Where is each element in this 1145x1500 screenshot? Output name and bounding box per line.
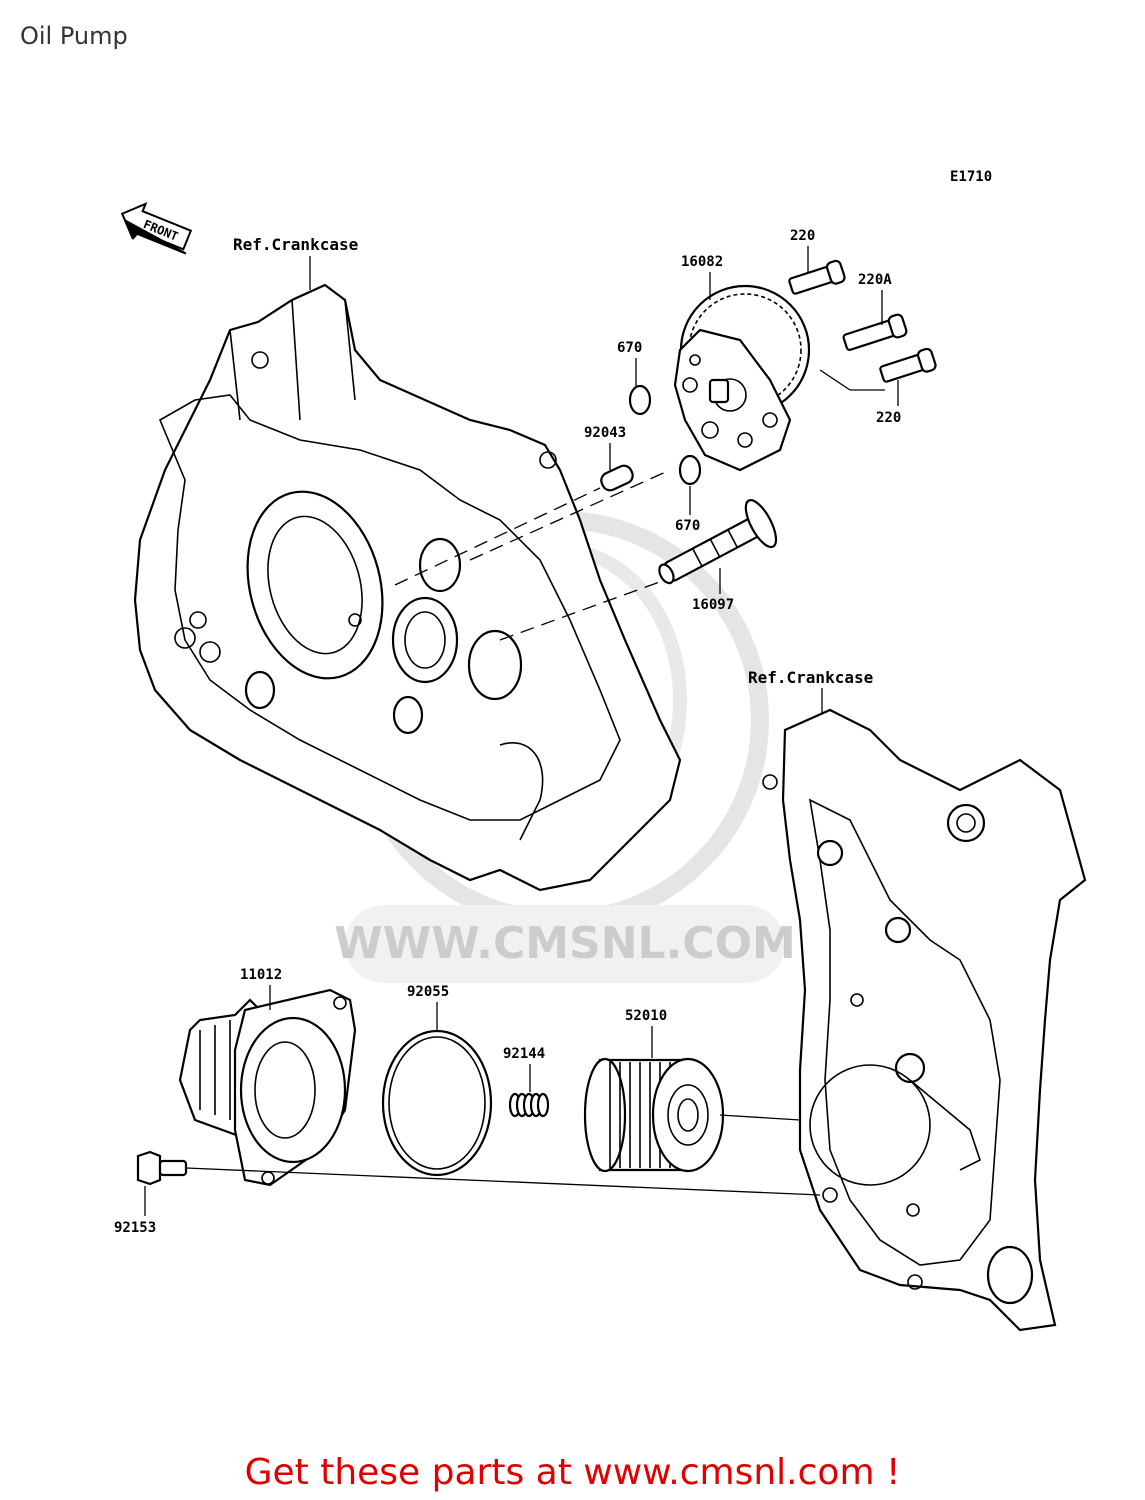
ref-label-lower: Ref.Crankcase — [748, 668, 873, 687]
part-label-52010: 52010 — [625, 1008, 667, 1024]
diagram-code: E1710 — [950, 169, 992, 185]
oil-pump-assembly — [673, 284, 811, 472]
part-label-16097: 16097 — [692, 597, 734, 613]
part-label-220a: 220A — [858, 272, 892, 288]
oil-strainer-16097 — [658, 499, 778, 585]
dowel-pin-92043 — [600, 464, 634, 492]
exploded-parts-diagram: WWW.CMSNL.COM E1710 FRONT Ref.Crankcase … — [114, 169, 1087, 1332]
watermark-text: WWW.CMSNL.COM — [334, 918, 796, 969]
bolt-220-lower — [879, 347, 937, 383]
part-label-16082: 16082 — [681, 254, 723, 270]
oil-filter-52010 — [583, 1057, 725, 1173]
part-label-220-upper: 220 — [790, 228, 815, 244]
front-arrow-icon: FRONT — [120, 201, 193, 255]
o-ring-92055 — [381, 1029, 493, 1177]
page-title: Oil Pump — [20, 22, 128, 50]
part-label-670-upper: 670 — [617, 340, 642, 356]
bolt-220-upper — [788, 259, 846, 295]
footer-banner[interactable]: Get these parts at www.cmsnl.com ! — [244, 1452, 901, 1493]
o-ring-670-upper — [628, 384, 652, 416]
oil-filter-cover-11012 — [178, 988, 357, 1187]
part-label-92144: 92144 — [503, 1046, 545, 1062]
part-label-92043: 92043 — [584, 425, 626, 441]
upper-crankcase — [133, 283, 682, 892]
part-label-220-lower: 220 — [876, 410, 901, 426]
bolt-92153 — [136, 1150, 188, 1186]
spring-92144 — [508, 1092, 550, 1118]
o-ring-670-lower — [678, 454, 702, 486]
part-label-11012: 11012 — [240, 967, 282, 983]
bolt-220a — [842, 313, 908, 351]
lower-crankcase — [762, 708, 1087, 1332]
ref-label-upper: Ref.Crankcase — [233, 235, 358, 254]
part-label-92055: 92055 — [407, 984, 449, 1000]
part-label-670-lower: 670 — [675, 518, 700, 534]
part-label-92153: 92153 — [114, 1220, 156, 1236]
